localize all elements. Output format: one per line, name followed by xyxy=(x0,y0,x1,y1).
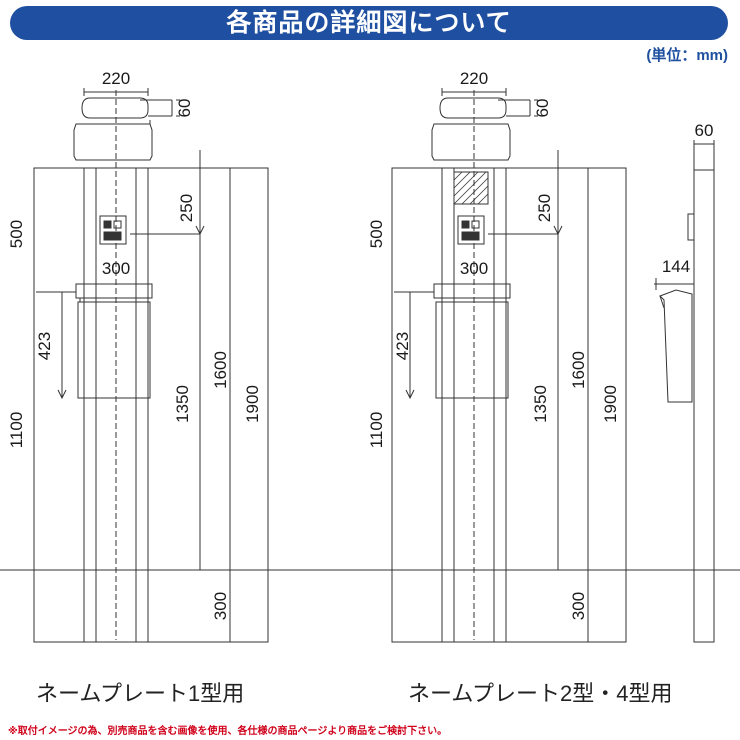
dim-300-ground-model2: 300 xyxy=(569,592,588,620)
dim-423-model1: 423 xyxy=(35,332,54,360)
detail-drawing: 220 60 500 250 300 423 1600 1350 1900 11… xyxy=(0,69,740,643)
title-banner: 各商品の詳細図について xyxy=(10,6,728,40)
pole-model-1 xyxy=(33,88,269,643)
mailbox-lid-2 xyxy=(433,283,511,299)
intercom xyxy=(99,215,127,245)
dim-1900-model1: 1900 xyxy=(243,385,262,423)
dim-1100-model2: 1100 xyxy=(367,412,386,449)
mailbox-top-view-2 xyxy=(439,97,507,119)
mailbox-lid xyxy=(75,283,153,299)
mailbox-top-view xyxy=(81,97,149,119)
dim-300-model2: 300 xyxy=(460,259,488,278)
dim-1100-model1: 1100 xyxy=(7,412,26,449)
dim-60-side: 60 xyxy=(695,121,714,140)
side-view xyxy=(654,140,715,643)
dim-500-model2: 500 xyxy=(367,220,386,248)
panel-outline-2 xyxy=(391,167,627,643)
intercom-2 xyxy=(457,215,485,245)
mailbox-body xyxy=(77,301,151,399)
dim-500-model1: 500 xyxy=(7,220,26,248)
dim-250-model1: 250 xyxy=(177,194,196,222)
dim-1600-model1: 1600 xyxy=(211,351,230,389)
dim-220-model1: 220 xyxy=(102,69,130,88)
dim-1350-model1: 1350 xyxy=(173,385,192,423)
page-title: 各商品の詳細図について xyxy=(226,9,512,37)
caption-model-2: ネームプレート2型・4型用 xyxy=(408,681,673,706)
caption-model-1: ネームプレート1型用 xyxy=(36,681,245,706)
side-mailbox xyxy=(659,289,693,403)
dim-300-model1: 300 xyxy=(102,259,130,278)
dim-300-ground-model1: 300 xyxy=(211,592,230,620)
dim-423-model2: 423 xyxy=(393,332,412,360)
dim-144-side: 144 xyxy=(662,257,690,276)
dim-60-model2: 60 xyxy=(533,99,552,118)
dim-1900-model2: 1900 xyxy=(601,385,620,423)
side-intercom xyxy=(687,213,695,241)
dim-220-model2: 220 xyxy=(460,69,488,88)
pole-model-2 xyxy=(391,88,627,643)
dim-250-model2: 250 xyxy=(535,194,554,222)
unit-label: (単位：mm) xyxy=(646,47,728,64)
footnote: ※取付イメージの為、別売商品を含む画像を使用、各仕様の商品ページより商品をご検討… xyxy=(8,726,448,737)
mailbox-front-view xyxy=(73,123,153,161)
dim-1600-model2: 1600 xyxy=(569,351,588,389)
panel-outline xyxy=(33,167,269,643)
mailbox-front-view-2 xyxy=(431,123,511,161)
dim-1350-model2: 1350 xyxy=(531,385,550,423)
mailbox-body-2 xyxy=(435,301,509,399)
side-panel xyxy=(693,169,715,643)
dim-60-model1: 60 xyxy=(175,99,194,118)
